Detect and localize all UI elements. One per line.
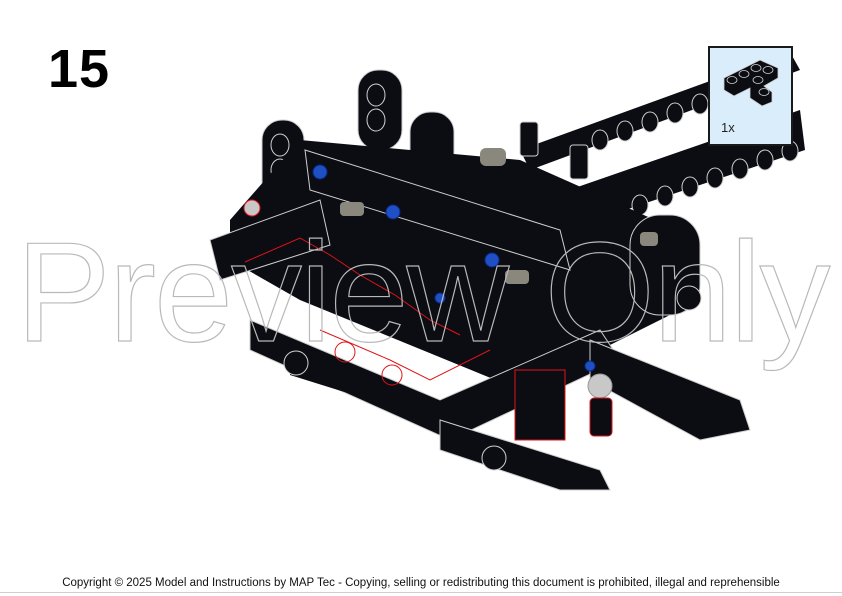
tan-connectors	[340, 148, 658, 284]
blue-pins	[312, 164, 596, 372]
preview-watermark: Preview Only	[15, 213, 831, 372]
ball-joint	[243, 199, 613, 437]
copyright-notice: Copyright © 2025 Model and Instructions …	[62, 577, 780, 589]
step-number: 15	[48, 39, 111, 99]
axle-pins	[283, 121, 702, 471]
footer-divider	[0, 592, 842, 593]
parts-callout: 1x	[708, 46, 793, 146]
gear-rack	[244, 237, 491, 386]
t-liftarm-icon	[723, 59, 779, 107]
part-quantity: 1x	[721, 120, 735, 135]
